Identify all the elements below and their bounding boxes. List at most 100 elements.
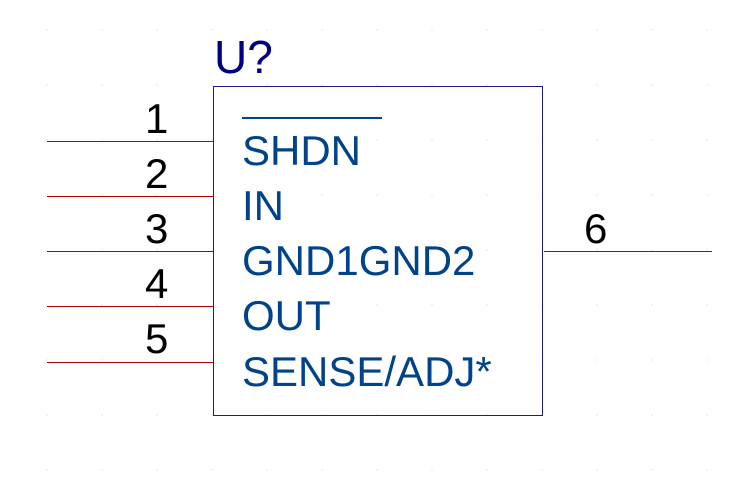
reference-designator[interactable]: U?	[214, 31, 273, 83]
grid-dot	[651, 194, 653, 196]
grid-dot	[266, 249, 268, 251]
component-body[interactable]	[213, 86, 543, 416]
grid-dot	[156, 249, 158, 251]
grid-dot	[376, 29, 378, 31]
grid-dot	[46, 414, 48, 416]
grid-dot	[211, 84, 213, 86]
pin-3-wire[interactable]	[47, 251, 213, 252]
pin-6-wire[interactable]	[544, 251, 712, 252]
grid-dot	[266, 469, 268, 471]
grid-dot	[46, 84, 48, 86]
grid-dot	[46, 304, 48, 306]
grid-dot	[431, 84, 433, 86]
pin-4-number: 4	[145, 260, 169, 307]
grid-dot	[376, 469, 378, 471]
grid-dot	[431, 139, 433, 141]
grid-dot	[266, 139, 268, 141]
grid-dot	[211, 194, 213, 196]
grid-dot	[651, 359, 653, 361]
grid-dot	[156, 359, 158, 361]
grid-dot	[156, 194, 158, 196]
grid-dot	[376, 249, 378, 251]
grid-dot	[541, 84, 543, 86]
grid-dot	[706, 469, 708, 471]
grid-dot	[541, 29, 543, 31]
grid-dot	[431, 304, 433, 306]
grid-dot	[156, 414, 158, 416]
grid-dot	[431, 249, 433, 251]
pin-5-wire[interactable]	[47, 362, 213, 363]
grid-dot	[596, 194, 598, 196]
grid-dot	[211, 359, 213, 361]
grid-dot	[321, 29, 323, 31]
grid-dot	[486, 139, 488, 141]
grid-dot	[596, 359, 598, 361]
pin-4-name: OUT	[242, 292, 331, 339]
grid-dot	[101, 139, 103, 141]
grid-dot	[651, 249, 653, 251]
grid-dot	[706, 304, 708, 306]
grid-dot	[376, 304, 378, 306]
grid-dot	[431, 194, 433, 196]
grid-dot	[596, 469, 598, 471]
active-low-overbar	[242, 117, 382, 119]
grid-dot	[101, 194, 103, 196]
grid-dot	[211, 249, 213, 251]
grid-dot	[101, 84, 103, 86]
pin-2-wire[interactable]	[47, 196, 213, 197]
grid-dot	[486, 359, 488, 361]
grid-dot	[156, 304, 158, 306]
grid-dot	[596, 84, 598, 86]
grid-dot	[101, 304, 103, 306]
grid-dot	[486, 84, 488, 86]
pin-2-name: IN	[242, 182, 284, 229]
grid-dot	[596, 139, 598, 141]
grid-dot	[706, 84, 708, 86]
grid-dot	[706, 249, 708, 251]
grid-dot	[101, 29, 103, 31]
grid-dot	[651, 304, 653, 306]
pin-5-number: 5	[145, 315, 169, 362]
grid-dot	[706, 29, 708, 31]
grid-dot	[706, 139, 708, 141]
grid-dot	[46, 469, 48, 471]
grid-dot	[321, 194, 323, 196]
grid-dot	[266, 359, 268, 361]
grid-dot	[211, 29, 213, 31]
grid-dot	[266, 194, 268, 196]
grid-dot	[321, 359, 323, 361]
grid-dot	[211, 469, 213, 471]
grid-dot	[596, 249, 598, 251]
pin-1-name: SHDN	[242, 127, 362, 174]
grid-dot	[46, 359, 48, 361]
grid-dot	[46, 194, 48, 196]
pin-6-number: 6	[584, 205, 608, 252]
pin-3-number: 3	[145, 205, 169, 252]
grid-dot	[101, 249, 103, 251]
grid-dot	[101, 414, 103, 416]
pin-3-name: GND1GND2	[242, 237, 476, 284]
grid-dot	[651, 84, 653, 86]
grid-dot	[156, 29, 158, 31]
grid-dot	[321, 139, 323, 141]
grid-dot	[706, 194, 708, 196]
grid-dot	[101, 359, 103, 361]
grid-dot	[211, 304, 213, 306]
pin-4-wire[interactable]	[47, 306, 213, 307]
grid-dot	[486, 29, 488, 31]
grid-dot	[596, 29, 598, 31]
grid-dot	[431, 29, 433, 31]
grid-dot	[651, 139, 653, 141]
grid-dot	[376, 194, 378, 196]
grid-dot	[376, 359, 378, 361]
grid-dot	[266, 304, 268, 306]
grid-dot	[156, 84, 158, 86]
grid-dot	[156, 469, 158, 471]
grid-dot	[651, 469, 653, 471]
grid-dot	[156, 139, 158, 141]
pin-2-number: 2	[145, 150, 169, 197]
grid-dot	[266, 84, 268, 86]
grid-dot	[211, 139, 213, 141]
pin-1-wire[interactable]	[47, 141, 213, 142]
